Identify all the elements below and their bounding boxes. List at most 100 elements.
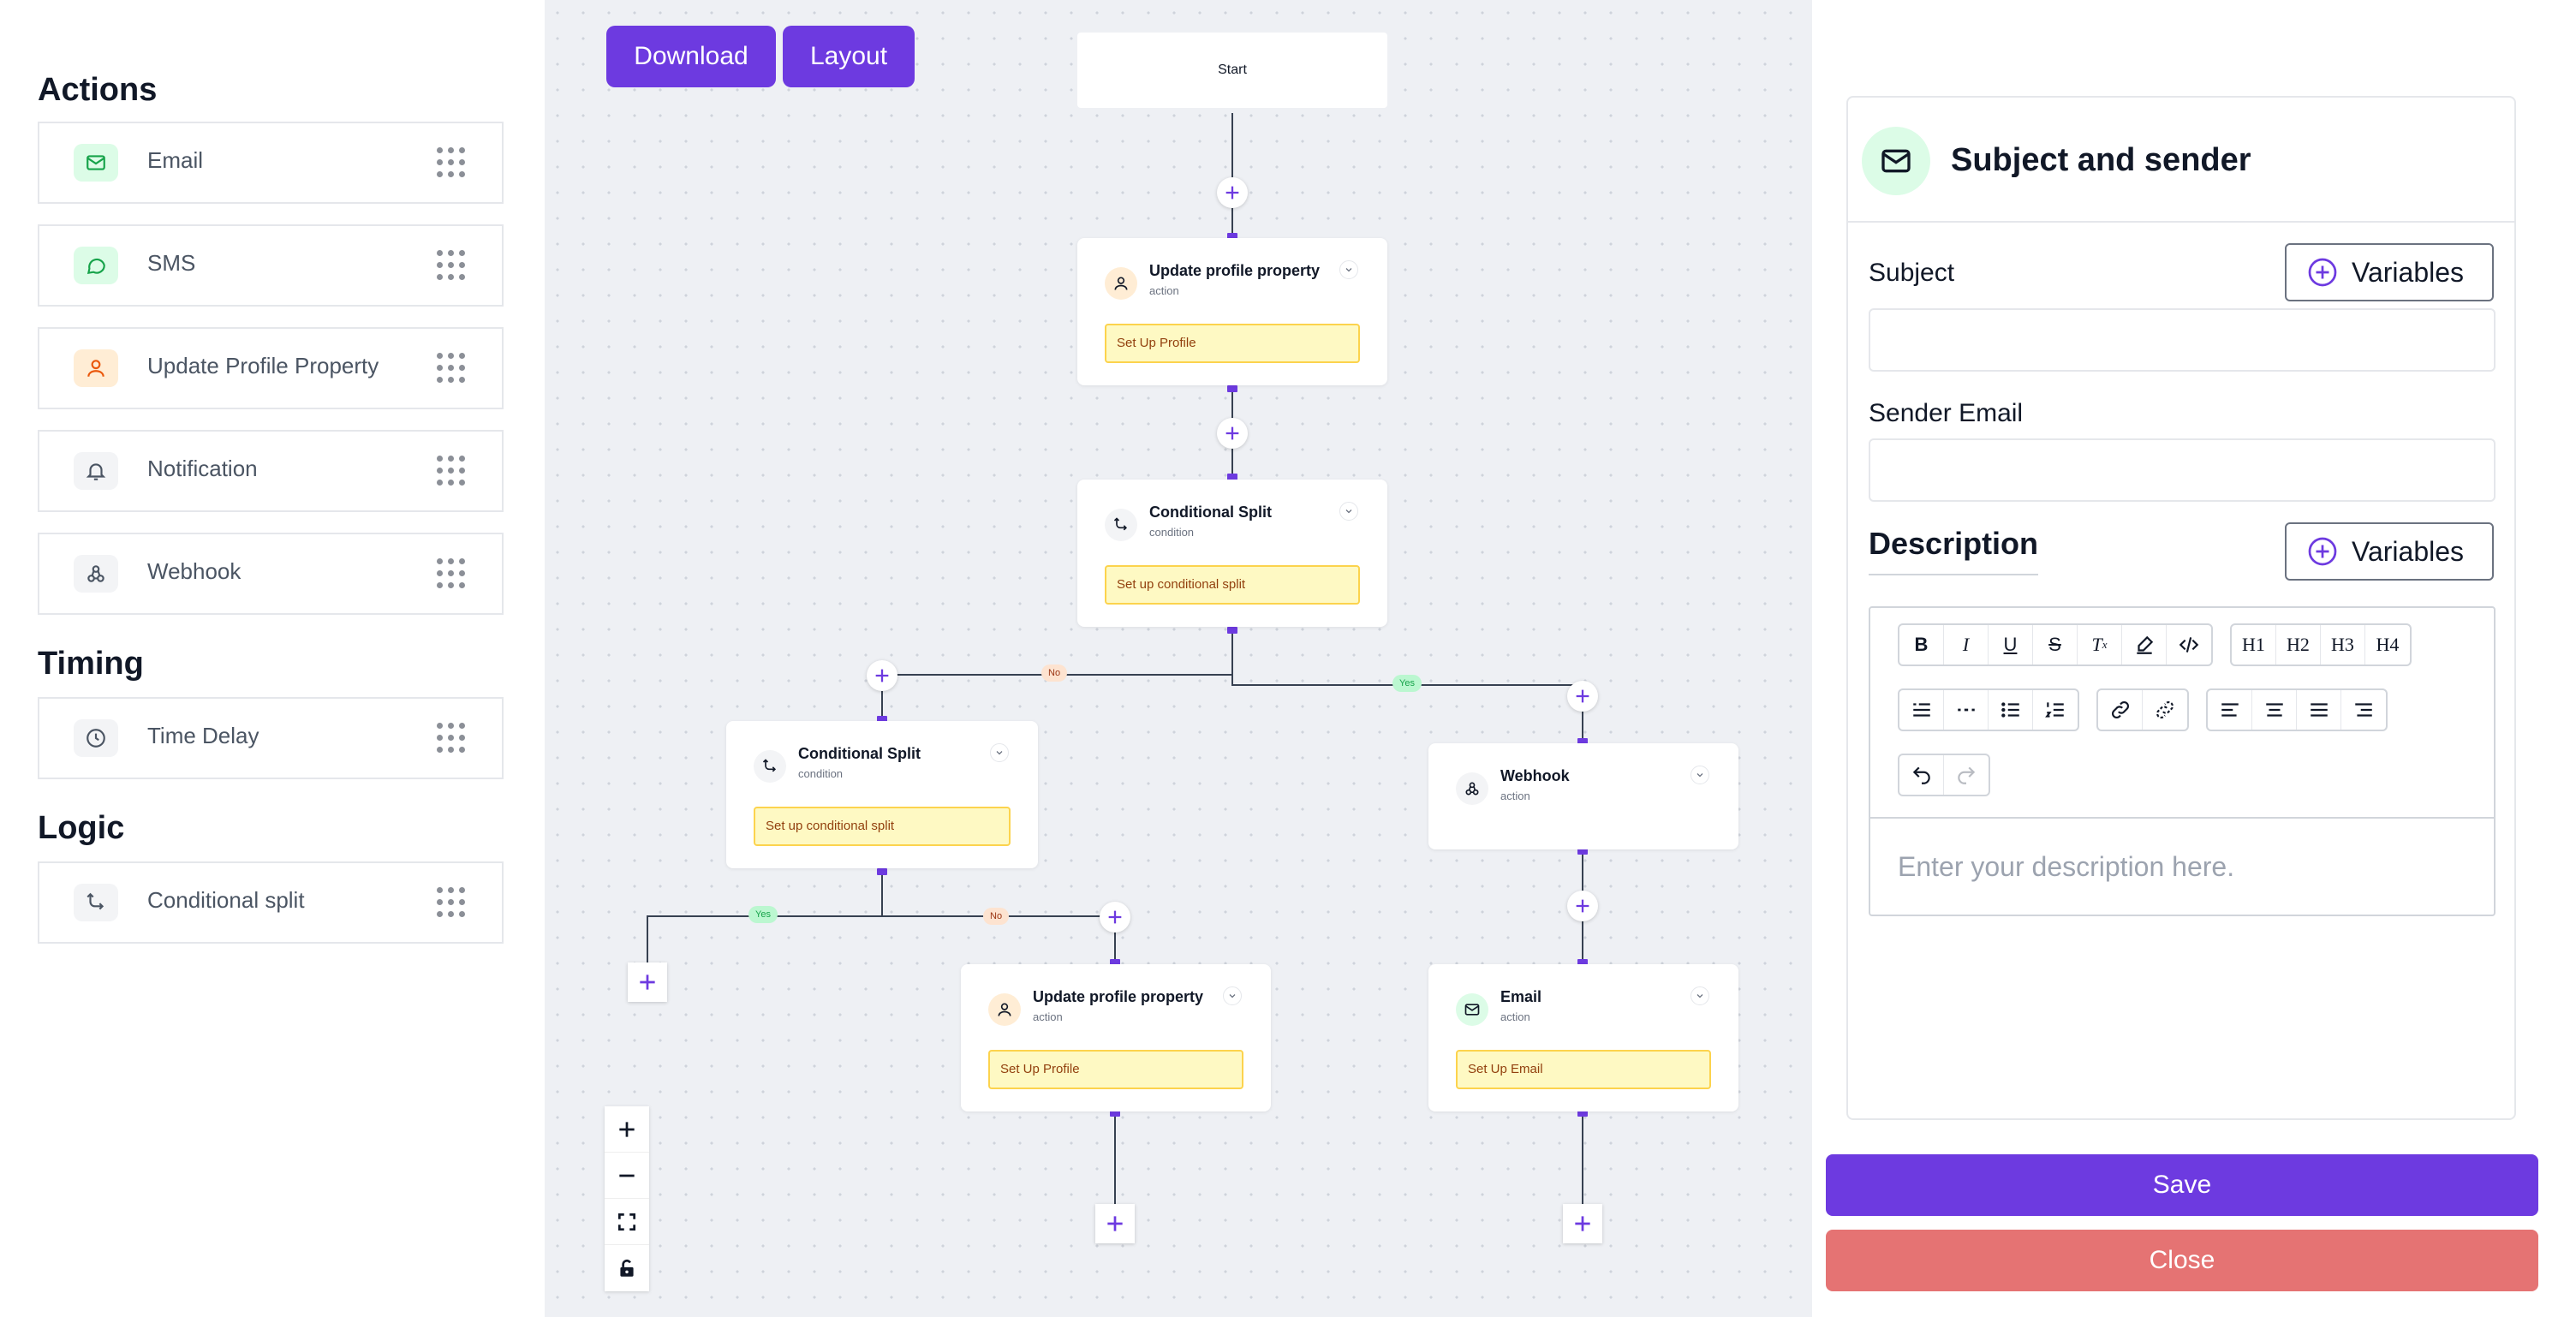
add-step-button[interactable] — [1567, 681, 1598, 712]
node-setup-prompt[interactable]: Set up conditional split — [754, 807, 1011, 846]
chevron-down-icon[interactable] — [1339, 260, 1358, 279]
heading-3-button[interactable]: H3 — [2321, 625, 2365, 664]
layout-button[interactable]: Layout — [783, 26, 915, 87]
heading-1-button[interactable]: H1 — [2232, 625, 2276, 664]
add-step-button[interactable] — [1217, 177, 1248, 208]
description-variables-button[interactable]: Variables — [2285, 522, 2494, 581]
drag-handle-icon[interactable] — [437, 147, 465, 178]
align-left-icon[interactable] — [2208, 690, 2252, 730]
sender-email-input[interactable] — [1869, 438, 2496, 502]
drag-handle-icon[interactable] — [437, 723, 465, 754]
plus-circle-icon — [2308, 258, 2337, 287]
code-icon[interactable] — [2167, 625, 2211, 664]
flow-node-webhook[interactable]: Webhook action — [1428, 743, 1738, 849]
section-title-logic: Logic — [38, 810, 125, 846]
bold-icon[interactable]: B — [1899, 625, 1944, 664]
align-center-icon[interactable] — [2252, 690, 2297, 730]
edge-label-no: No — [1041, 664, 1068, 682]
chevron-down-icon[interactable] — [1339, 502, 1358, 521]
node-subtitle: action — [1033, 1010, 1063, 1023]
align-right-icon[interactable] — [2341, 690, 2386, 730]
add-step-button[interactable] — [867, 660, 897, 691]
add-step-button[interactable] — [1217, 418, 1248, 449]
user-icon — [1105, 267, 1137, 300]
download-button[interactable]: Download — [606, 26, 776, 87]
node-handle[interactable] — [1110, 1110, 1120, 1117]
close-button[interactable]: Close — [1826, 1230, 2538, 1291]
chevron-down-icon[interactable] — [1690, 766, 1709, 784]
ordered-list-icon[interactable] — [2033, 690, 2078, 730]
node-setup-prompt[interactable]: Set Up Email — [1456, 1050, 1711, 1089]
heading-4-button[interactable]: H4 — [2365, 625, 2410, 664]
add-step-button[interactable] — [1095, 1204, 1135, 1243]
node-subtitle: action — [1149, 284, 1179, 297]
palette-item-notification[interactable]: Notification — [38, 430, 504, 512]
flow-canvas[interactable]: Download Layout Start No Yes Yes No Upda… — [545, 0, 1812, 1317]
add-step-button[interactable] — [1100, 902, 1130, 933]
blockquote-icon[interactable] — [1899, 690, 1944, 730]
add-step-button[interactable] — [1563, 1204, 1602, 1243]
unlink-icon[interactable] — [2143, 690, 2187, 730]
palette-item-email[interactable]: Email — [38, 122, 504, 204]
palette-item-webhook[interactable]: Webhook — [38, 533, 504, 615]
undo-icon[interactable] — [1899, 755, 1944, 795]
subject-input[interactable] — [1869, 308, 2496, 372]
italic-icon[interactable]: I — [1944, 625, 1989, 664]
node-handle[interactable] — [1577, 959, 1588, 966]
heading-2-button[interactable]: H2 — [2276, 625, 2321, 664]
underline-icon[interactable]: U — [1989, 625, 2033, 664]
node-handle[interactable] — [1577, 738, 1588, 745]
strikethrough-icon[interactable]: S — [2033, 625, 2078, 664]
palette-item-time-delay[interactable]: Time Delay — [38, 697, 504, 779]
add-step-button[interactable] — [1567, 891, 1598, 921]
palette-item-conditional-split[interactable]: Conditional split — [38, 861, 504, 944]
chevron-down-icon[interactable] — [990, 743, 1009, 762]
drag-handle-icon[interactable] — [437, 353, 465, 384]
node-setup-prompt[interactable]: Set up conditional split — [1105, 565, 1360, 605]
bullet-list-icon[interactable] — [1989, 690, 2033, 730]
zoom-out-icon[interactable] — [605, 1153, 649, 1199]
node-handle[interactable] — [1227, 233, 1237, 240]
block-palette-sidebar: Actions Email SMS Update Profile Propert… — [0, 0, 545, 1317]
drag-handle-icon[interactable] — [437, 887, 465, 918]
node-handle[interactable] — [1577, 848, 1588, 855]
node-handle[interactable] — [1227, 474, 1237, 480]
section-title-actions: Actions — [38, 72, 158, 108]
flow-node-conditional-split[interactable]: Conditional Split condition Set up condi… — [1077, 480, 1387, 627]
node-handle[interactable] — [1577, 1110, 1588, 1117]
flow-node-email[interactable]: Email action Set Up Email — [1428, 964, 1738, 1111]
save-button[interactable]: Save — [1826, 1154, 2538, 1216]
node-setup-prompt[interactable]: Set Up Profile — [1105, 324, 1360, 363]
chevron-down-icon[interactable] — [1690, 986, 1709, 1005]
flow-node-conditional-split[interactable]: Conditional Split condition Set up condi… — [726, 721, 1038, 868]
horizontal-rule-icon[interactable] — [1944, 690, 1989, 730]
add-step-button[interactable] — [628, 962, 667, 1002]
description-label: Description — [1869, 526, 2039, 575]
flow-node-update-profile[interactable]: Update profile property action Set Up Pr… — [961, 964, 1271, 1111]
start-node[interactable]: Start — [1077, 33, 1387, 108]
redo-icon[interactable] — [1944, 755, 1989, 795]
node-handle[interactable] — [1227, 385, 1237, 392]
highlight-icon[interactable] — [2122, 625, 2167, 664]
node-handle[interactable] — [877, 868, 887, 875]
drag-handle-icon[interactable] — [437, 250, 465, 281]
flow-node-update-profile[interactable]: Update profile property action Set Up Pr… — [1077, 238, 1387, 385]
subject-variables-button[interactable]: Variables — [2285, 243, 2494, 301]
drag-handle-icon[interactable] — [437, 456, 465, 486]
link-icon[interactable] — [2098, 690, 2143, 730]
zoom-in-icon[interactable] — [605, 1106, 649, 1153]
node-handle[interactable] — [877, 716, 887, 723]
palette-item-sms[interactable]: SMS — [38, 224, 504, 307]
lock-icon[interactable] — [605, 1245, 649, 1291]
node-setup-prompt[interactable]: Set Up Profile — [988, 1050, 1243, 1089]
chevron-down-icon[interactable] — [1223, 986, 1242, 1005]
align-justify-icon[interactable] — [2297, 690, 2341, 730]
drag-handle-icon[interactable] — [437, 558, 465, 589]
fit-view-icon[interactable] — [605, 1199, 649, 1245]
node-handle[interactable] — [1110, 959, 1120, 966]
node-handle[interactable] — [1227, 627, 1237, 634]
palette-item-update-profile-property[interactable]: Update Profile Property — [38, 327, 504, 409]
palette-item-label: Update Profile Property — [147, 353, 379, 378]
